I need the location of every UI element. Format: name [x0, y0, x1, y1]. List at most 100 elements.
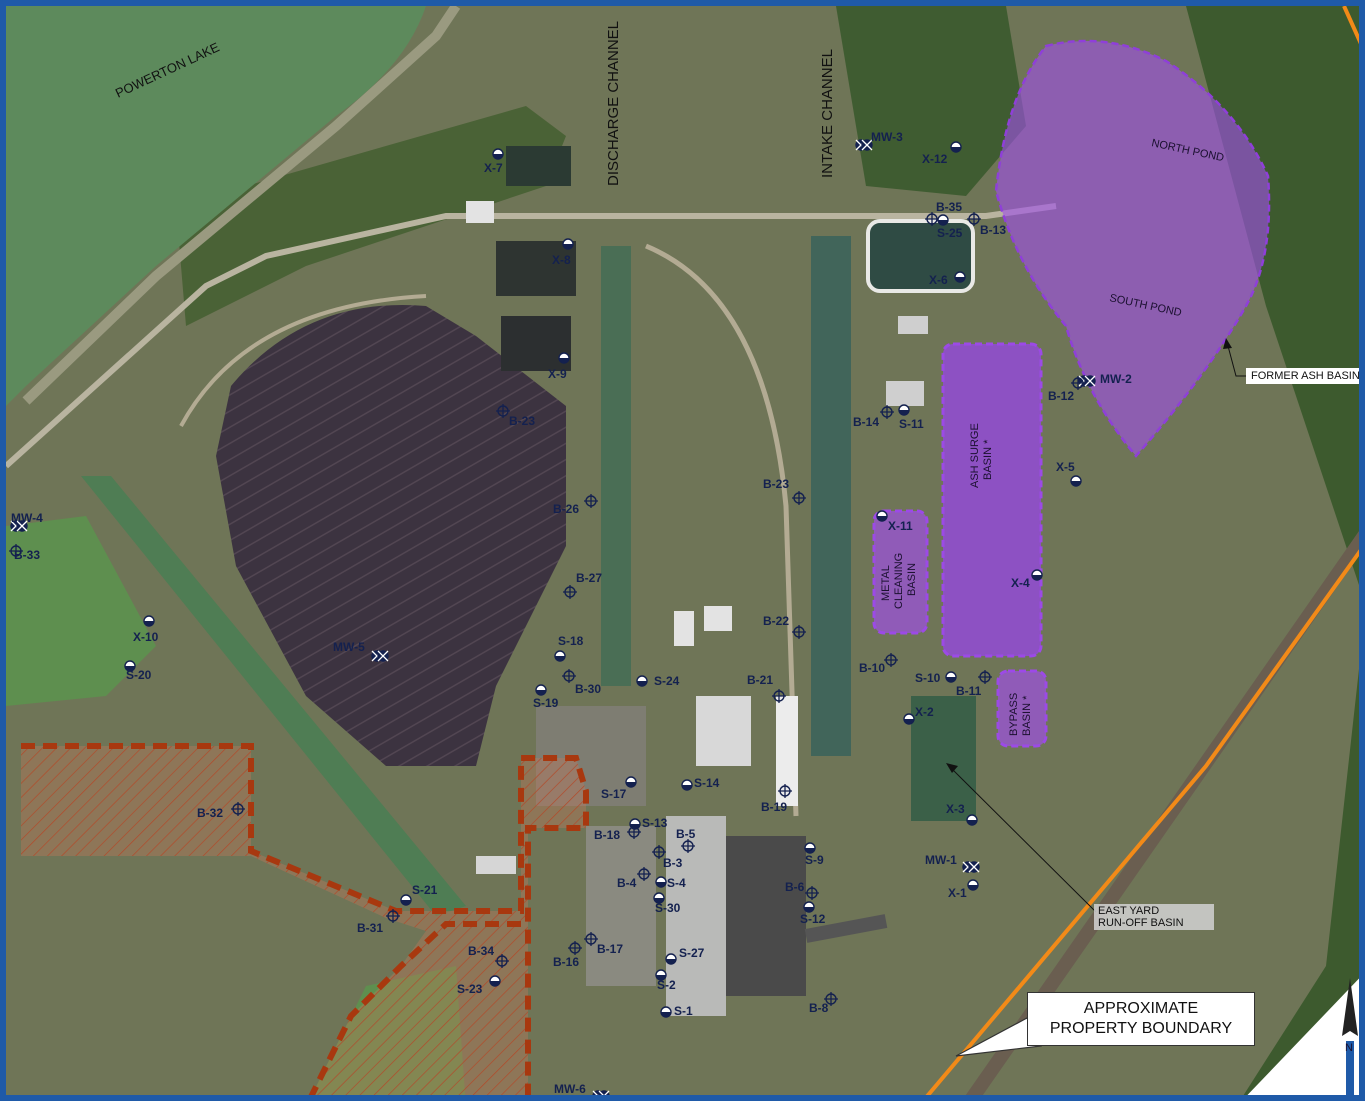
- well-b-34[interactable]: B-34: [468, 944, 509, 968]
- well-x-2[interactable]: X-2: [903, 705, 934, 725]
- well-x-7[interactable]: X-7: [484, 148, 504, 175]
- well-x-12[interactable]: X-12: [922, 141, 962, 166]
- shed-5: [898, 316, 928, 334]
- north-arrow-label: N: [1345, 1042, 1353, 1054]
- bypass-basin[interactable]: [996, 669, 1048, 748]
- well-label: S-10: [915, 671, 941, 685]
- well-b-3[interactable]: B-3: [652, 845, 683, 870]
- property-boundary-callout: APPROXIMATE PROPERTY BOUNDARY: [1027, 992, 1255, 1046]
- well-s-17[interactable]: S-17: [601, 776, 637, 801]
- well-b-14[interactable]: B-14: [853, 405, 894, 429]
- well-b-8[interactable]: B-8: [809, 992, 838, 1015]
- well-b-33[interactable]: B-33: [9, 544, 40, 562]
- well-x-11[interactable]: X-11: [876, 510, 913, 533]
- well-s-20[interactable]: S-20: [124, 660, 152, 682]
- well-s-30[interactable]: S-30: [653, 892, 681, 915]
- shed-1: [674, 611, 694, 646]
- well-s-25[interactable]: S-25: [937, 214, 963, 240]
- well-b-23[interactable]: B-23: [496, 404, 535, 428]
- well-mw-1[interactable]: MW-1: [925, 853, 980, 873]
- well-b-12[interactable]: B-12: [1048, 376, 1085, 403]
- well-b-22[interactable]: B-22: [763, 614, 806, 639]
- well-s-23[interactable]: S-23: [457, 975, 501, 996]
- well-b-10[interactable]: B-10: [859, 653, 898, 675]
- well-b-31[interactable]: B-31: [357, 909, 400, 935]
- well-s-27[interactable]: S-27: [665, 946, 705, 965]
- metal-cleaning-basin[interactable]: [872, 509, 929, 635]
- well-s-4[interactable]: S-4: [655, 876, 686, 890]
- crosshair-icon: [495, 954, 509, 968]
- crosshair-icon: [377, 650, 389, 662]
- well-b-18[interactable]: B-18: [594, 825, 641, 842]
- well-b-13[interactable]: B-13: [967, 212, 1006, 237]
- well-b-16[interactable]: B-16: [553, 941, 582, 969]
- forest-east: [1186, 6, 1359, 1095]
- well-label: B-33: [14, 548, 40, 562]
- well-x-8[interactable]: X-8: [552, 238, 574, 267]
- well-b-32[interactable]: B-32: [197, 802, 245, 820]
- well-b-5[interactable]: B-5: [676, 827, 696, 853]
- well-s-11[interactable]: S-11: [898, 404, 924, 431]
- well-label: X-1: [948, 886, 967, 900]
- well-s-24[interactable]: S-24: [636, 674, 680, 688]
- well-label: X-5: [1056, 460, 1075, 474]
- well-s-2[interactable]: S-2: [655, 969, 676, 992]
- well-b-26[interactable]: B-26: [553, 494, 598, 516]
- well-b-21[interactable]: B-21: [747, 673, 786, 703]
- well-b-30[interactable]: B-30: [562, 669, 601, 696]
- well-mw-6[interactable]: MW-6: [554, 1082, 610, 1101]
- well-x-10[interactable]: X-10: [133, 615, 159, 644]
- well-label: B-18: [594, 828, 620, 842]
- ash-surge-basin[interactable]: [941, 342, 1043, 658]
- well-b-27[interactable]: B-27: [563, 571, 602, 599]
- crosshair-icon: [562, 669, 576, 683]
- well-mw-4[interactable]: MW-4: [10, 511, 43, 532]
- well-x-4[interactable]: X-4: [1011, 569, 1043, 590]
- north-arrow-shaft: [1346, 1041, 1354, 1095]
- well-b-4[interactable]: B-4: [617, 867, 651, 890]
- well-label: S-18: [558, 634, 584, 648]
- well-label: B-5: [676, 827, 696, 841]
- well-s-14[interactable]: S-14: [681, 776, 720, 791]
- well-x-5[interactable]: X-5: [1056, 460, 1082, 487]
- well-s-9[interactable]: S-9: [804, 842, 824, 867]
- well-s-12[interactable]: S-12: [800, 901, 826, 926]
- half-circle-fill-icon: [626, 782, 636, 787]
- well-s-19[interactable]: S-19: [533, 684, 559, 710]
- well-b-11[interactable]: B-11: [956, 670, 992, 698]
- well-b-35[interactable]: B-35: [925, 200, 962, 226]
- well-s-21[interactable]: S-21: [400, 883, 438, 906]
- well-label: B-12: [1048, 389, 1074, 403]
- well-label: S-14: [694, 776, 720, 790]
- former-ash-basin[interactable]: [994, 39, 1271, 458]
- well-mw-2[interactable]: MW-2: [1078, 372, 1132, 387]
- property-boundary-line-2: PROPERTY BOUNDARY: [1049, 1020, 1233, 1037]
- well-label: B-11: [956, 684, 982, 698]
- well-s-10[interactable]: S-10: [915, 671, 957, 685]
- well-x-1[interactable]: X-1: [948, 879, 979, 900]
- well-label: B-35: [936, 200, 962, 214]
- well-b-19[interactable]: B-19: [761, 784, 792, 814]
- discharge-channel-water: [601, 246, 631, 686]
- well-x-3[interactable]: X-3: [946, 802, 978, 826]
- well-mw-5[interactable]: MW-5: [333, 640, 389, 662]
- well-x-6[interactable]: X-6: [929, 271, 966, 287]
- former-ash-arrowhead: [1223, 338, 1232, 349]
- well-b-23[interactable]: B-23: [763, 477, 806, 505]
- half-circle-fill-icon: [125, 666, 135, 671]
- well-label: X-12: [922, 152, 948, 166]
- well-label: B-8: [809, 1001, 829, 1015]
- lot-3: [476, 856, 516, 874]
- shed-2: [704, 606, 732, 631]
- site-map[interactable]: POWERTON LAKE DISCHARGE CHANNEL INTAKE C…: [6, 6, 1365, 1101]
- well-x-9[interactable]: X-9: [548, 352, 570, 381]
- well-s-1[interactable]: S-1: [660, 1004, 693, 1018]
- well-mw-3[interactable]: MW-3: [855, 130, 903, 151]
- road-ring: [179, 294, 427, 427]
- well-b-6[interactable]: B-6: [785, 880, 819, 900]
- well-s-18[interactable]: S-18: [554, 634, 584, 662]
- well-b-17[interactable]: B-17: [584, 932, 623, 956]
- half-circle-fill-icon: [637, 681, 647, 686]
- crosshair-icon: [884, 653, 898, 667]
